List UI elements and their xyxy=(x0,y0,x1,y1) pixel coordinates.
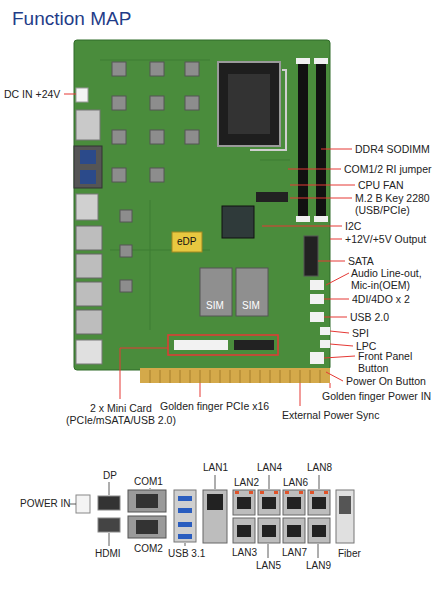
dimm-clip xyxy=(314,216,328,222)
header xyxy=(320,327,330,335)
socket-core xyxy=(228,74,270,134)
lan-port xyxy=(76,226,102,250)
callout-label: COM1/2 RI jumper xyxy=(344,163,432,175)
cpu-socket xyxy=(218,62,280,146)
callout-label: Power On Button xyxy=(346,375,426,387)
lan-port xyxy=(76,282,102,306)
sim-holder xyxy=(236,268,268,316)
dimm-clip xyxy=(314,58,328,64)
callout-label: LAN4 xyxy=(257,462,282,474)
callout-label: eDP xyxy=(177,236,196,248)
dc-connector xyxy=(76,88,88,102)
rear-leaders xyxy=(70,475,319,558)
video-ports xyxy=(76,110,100,140)
callout-label: SATA xyxy=(348,255,374,267)
traces xyxy=(100,60,290,330)
header xyxy=(310,280,324,290)
callout-label: DDR4 SODIMM xyxy=(355,143,430,155)
callout-label: M.2 B Key 2280 (USB/PCIe) xyxy=(355,192,439,216)
callout-label: DP xyxy=(103,470,117,482)
chipset xyxy=(222,206,254,238)
callout-label: 4DI/4DO x 2 xyxy=(352,293,410,305)
callout-label: COM2 xyxy=(134,543,163,555)
callout-label: SIM xyxy=(206,300,224,312)
callout-label: I2C xyxy=(345,220,361,232)
callout-label: USB 2.0 xyxy=(350,311,389,323)
minicard-slot xyxy=(174,340,228,350)
callout-label: LAN3 xyxy=(232,547,257,559)
sim-holder xyxy=(200,268,232,316)
rear-io xyxy=(76,490,354,543)
edp-connector xyxy=(172,232,202,252)
callout-label: CPU FAN xyxy=(358,179,404,191)
callout-label: DC IN +24V xyxy=(4,88,60,100)
callout-label: Front Panel Button xyxy=(358,350,430,374)
com-face xyxy=(80,170,96,184)
lan-port xyxy=(76,254,102,278)
header xyxy=(310,312,324,322)
com-ports xyxy=(74,146,102,188)
callout-label: Golden finger PCIe x16 xyxy=(160,400,269,412)
dimm-slot xyxy=(316,58,326,222)
sata-port xyxy=(304,236,318,276)
callout-label: Fiber xyxy=(338,548,361,560)
callout-label: LAN2 xyxy=(234,477,259,489)
dimm-slot xyxy=(298,58,308,222)
callout-label: LAN1 xyxy=(203,462,228,474)
finger-pins xyxy=(150,370,320,383)
dimm-clip xyxy=(296,216,310,222)
minicard-highlight xyxy=(168,335,278,355)
minicard-slot xyxy=(234,340,274,350)
header xyxy=(320,340,330,348)
callout-label: SPI xyxy=(352,327,369,339)
fiber-port xyxy=(76,340,102,364)
callout-label: LAN8 xyxy=(307,462,332,474)
callout-label: External Power Sync xyxy=(282,409,379,421)
callout-label: 2 x Mini Card (PCIe/mSATA/USB 2.0) xyxy=(60,402,182,426)
header xyxy=(310,352,324,364)
callout-label: +12V/+5V Output xyxy=(345,233,426,245)
usb-port xyxy=(76,194,98,220)
callout-label: LAN6 xyxy=(283,477,308,489)
page-title: Function MAP xyxy=(12,8,131,30)
callout-label: LAN5 xyxy=(256,560,281,572)
leader-lines xyxy=(64,94,355,406)
golden-finger xyxy=(140,368,330,383)
inductors xyxy=(112,62,199,292)
callout-label: POWER IN xyxy=(20,498,71,510)
lan-port xyxy=(76,310,102,334)
dimm-clip xyxy=(296,58,310,64)
callout-label: LAN7 xyxy=(282,547,307,559)
m2-slot xyxy=(256,192,288,202)
pcb xyxy=(74,40,330,370)
socket-lever xyxy=(250,70,286,150)
callout-label: Audio Line-out, Mic-in(OEM) xyxy=(351,267,439,291)
header xyxy=(310,294,324,304)
callout-label: LAN9 xyxy=(306,560,331,572)
com-face xyxy=(80,150,96,164)
callout-label: SIM xyxy=(242,300,260,312)
callout-label: HDMI xyxy=(95,548,121,560)
callout-label: COM1 xyxy=(134,476,163,488)
callout-label: USB 3.1 xyxy=(168,548,205,560)
callout-label: Golden finger Power IN xyxy=(322,390,431,402)
